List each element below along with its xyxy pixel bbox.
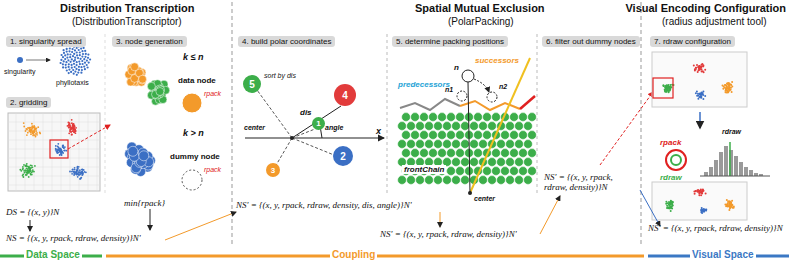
radius-label: rpack xyxy=(204,166,221,174)
axis-label: dis xyxy=(300,108,312,117)
callout-number: 4 xyxy=(342,90,348,101)
annotation: predecessors xyxy=(398,80,450,89)
callout-number: 5 xyxy=(249,79,255,90)
numbered-circle: 4 xyxy=(334,84,356,106)
annotation: center xyxy=(244,124,265,132)
node-label: n2 xyxy=(499,83,507,91)
formula: NS' = {(x, y, rpack, rdraw, density, dis… xyxy=(236,200,412,210)
section-title: Distribution Transcription xyxy=(60,2,194,15)
annotation: sort by dis xyxy=(264,72,296,80)
section-subtitle: (PolarPacking) xyxy=(448,16,514,28)
step-title: 7. rdraw configuration xyxy=(654,37,731,46)
annotation: center xyxy=(472,195,497,203)
node-label: n xyxy=(454,63,459,72)
radius-label: rdraw xyxy=(660,173,682,182)
formula: NS' = {(x, y, rpack, rdraw, density)}N' xyxy=(380,229,517,239)
step-title: 5. determine packing positions xyxy=(396,37,504,46)
axis-label: x xyxy=(376,126,381,136)
step-box: 5. determine packing positions xyxy=(392,36,508,47)
step-title: 3. node generation xyxy=(116,37,183,46)
section-title: Visual Encoding Configuration xyxy=(625,2,786,15)
step-title: 6. filter out dummy nodes xyxy=(546,37,636,46)
condition: k > n xyxy=(183,128,204,138)
callout-number: 3 xyxy=(271,166,275,175)
node-type: dummy node xyxy=(170,152,220,161)
annotation: phyllotaxis xyxy=(56,79,89,87)
step-box: 1. singularity spread xyxy=(6,36,86,47)
section-subtitle: (radius adjustment tool) xyxy=(662,16,767,28)
annotation: frontChain xyxy=(402,165,446,174)
radius-label: rpack xyxy=(204,90,221,98)
condition: k ≤ n xyxy=(183,52,203,62)
numbered-circle: 1 xyxy=(312,117,325,130)
annotation: successors xyxy=(475,56,519,65)
numbered-circle: 5 xyxy=(243,75,261,93)
callout-number: 1 xyxy=(316,119,320,128)
step-title: 4. build polar coordinates xyxy=(242,37,331,46)
axis-label: angle xyxy=(325,124,343,132)
step-title: 1. singularity spread xyxy=(10,37,82,46)
annotation: singularity xyxy=(4,68,36,76)
step-box: 4. build polar coordinates xyxy=(238,36,335,47)
formula: NS' = {(x, y, rpack, rdraw, density)}N xyxy=(648,223,784,233)
section-title: Spatial Mutual Exclusion xyxy=(415,2,545,15)
step-box: 7. rdraw configuration xyxy=(650,36,735,47)
space-band: Coupling xyxy=(330,249,377,261)
formula: NS' = {(x, y, rpack, rdraw, density)}N xyxy=(544,172,636,193)
numbered-circle: 2 xyxy=(333,146,353,166)
step-box: 2. gridding xyxy=(6,97,51,108)
node-label: n1 xyxy=(445,86,453,94)
numbered-circle: 3 xyxy=(266,163,280,177)
step-box: 6. filter out dummy nodes xyxy=(542,36,640,47)
node-type: data node xyxy=(178,76,216,85)
callout-number: 2 xyxy=(340,151,346,162)
step-box: 3. node generation xyxy=(112,36,187,47)
space-band: Visual Space xyxy=(690,249,756,261)
section-subtitle: (DistributionTranscriptor) xyxy=(72,16,182,28)
formula: min{rpack} xyxy=(124,198,165,208)
formula: DS = {(x, y)}N xyxy=(6,207,59,217)
radius-label: rpack xyxy=(660,138,681,147)
space-band: Data Space xyxy=(24,249,82,261)
step-title: 2. gridding xyxy=(10,98,47,107)
formula: NS = {(x, y, rpack, rdraw, density)}N' xyxy=(6,233,141,243)
axis-label: rdraw xyxy=(722,128,741,136)
